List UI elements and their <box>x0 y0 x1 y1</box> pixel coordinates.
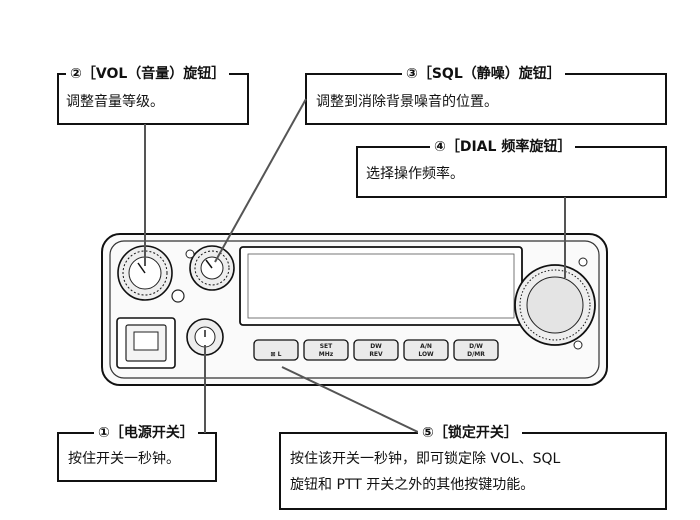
button-bottom-label: ⊠ L <box>271 351 282 358</box>
front-button: SET MHz <box>303 339 349 361</box>
lock-callout-body-line2: 旋钮和 PTT 开关之外的其他按键功能。 <box>290 477 535 493</box>
button-bottom-label: REV <box>369 351 383 358</box>
button-top-label: D/W <box>469 343 483 350</box>
power-callout-body: 按住开关一秒钟。 <box>68 451 180 467</box>
sql-callout-body: 调整到消除背景噪音的位置。 <box>316 94 498 110</box>
button-bottom-label: D/MR <box>467 351 485 358</box>
button-bottom-label: MHz <box>319 351 334 358</box>
front-button: ⊠ L <box>253 339 299 361</box>
screw <box>185 249 195 259</box>
button-top-label: A/N <box>420 343 432 350</box>
dial-callout-title: ④［DIAL 频率旋钮］ <box>430 138 576 156</box>
button-top-label: DW <box>370 343 382 350</box>
screw <box>573 340 583 350</box>
lock-leader <box>281 366 421 434</box>
front-button: A/N LOW <box>403 339 449 361</box>
front-button: D/W D/MR <box>453 339 499 361</box>
button-bottom-label: LOW <box>418 351 434 358</box>
main-dial <box>514 264 596 346</box>
power-button <box>186 318 224 356</box>
sql-callout-title: ③［SQL（静噪）旋钮］ <box>402 65 565 83</box>
sql-leader <box>214 98 307 263</box>
mic-jack <box>116 317 176 369</box>
front-button: DW REV <box>353 339 399 361</box>
vol-callout-title: ②［VOL（音量）旋钮］ <box>66 65 230 83</box>
power-callout-title: ①［电源开关］ <box>94 424 198 442</box>
panel-inner <box>109 240 600 379</box>
dial-callout-body: 选择操作频率。 <box>366 166 464 182</box>
lcd-inner <box>247 253 515 319</box>
button-top-label: SET <box>320 343 333 350</box>
screw <box>171 289 185 303</box>
screw <box>578 257 588 267</box>
radio-front-panel: ⊠ L SET MHz DW REV A/N LOW D/W D/MR <box>101 233 608 386</box>
vol-callout-body: 调整音量等级。 <box>66 94 164 110</box>
sql-knob <box>189 245 235 291</box>
lock-callout-title: ⑤［锁定开关］ <box>418 424 522 442</box>
lcd-display <box>239 246 523 326</box>
lock-callout-body-line1: 按住该开关一秒钟，即可锁定除 VOL、SQL <box>290 451 561 467</box>
